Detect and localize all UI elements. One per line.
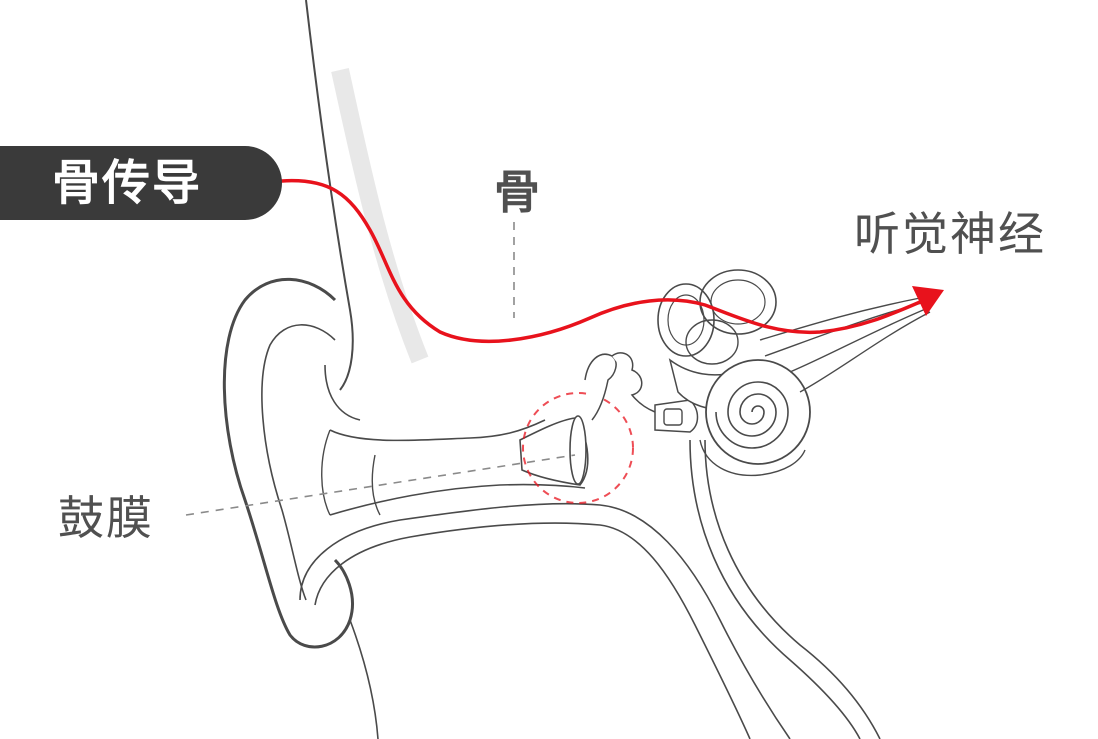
outer-ear-inner-fold	[261, 324, 336, 601]
bone-conduction-badge: 骨传导	[0, 146, 282, 220]
ossicle-stapes-footplate	[663, 408, 683, 426]
semicircular-canal-rear	[685, 319, 739, 365]
ear-lobe-inner	[324, 364, 361, 421]
head-profile-line	[305, 0, 354, 391]
semicircular-canal-top-inner	[710, 279, 766, 325]
auditory-nerve-label: 听觉神经	[854, 207, 1046, 261]
skull-bone-surface	[331, 68, 429, 364]
auditory-nerve-fiber-4	[799, 311, 931, 393]
cochlea-base	[699, 439, 806, 477]
eustachian-tube-inner	[704, 439, 881, 739]
eustachian-tube-outer	[689, 439, 861, 739]
eardrum-highlight-circle	[522, 392, 634, 504]
eardrum-disc	[569, 415, 587, 485]
outer-ear-pinna	[222, 277, 354, 649]
ossicle-malleus	[584, 353, 617, 421]
bone-conduction-pathway	[280, 178, 922, 344]
neck-line-left	[349, 619, 379, 739]
ear-canal-upper-wall	[329, 419, 546, 442]
eardrum-label: 鼓膜	[58, 491, 154, 545]
ossicle-incus	[611, 352, 656, 413]
eardrum-leader-line	[185, 454, 576, 516]
cochlea-outer	[705, 359, 811, 465]
bone-label: 骨	[494, 165, 540, 219]
ear-canal-lower-wall	[329, 483, 586, 516]
auditory-nerve-fiber-1	[759, 297, 921, 341]
auditory-nerve-fiber-3	[789, 307, 929, 373]
neck-outline-outer	[299, 502, 791, 739]
cochlea-spiral	[715, 381, 789, 449]
ear-canal-entrance	[321, 429, 331, 516]
neck-outline-inner	[314, 522, 751, 739]
ear-canal-section-line	[371, 454, 381, 516]
bone-conduction-label: 骨传导	[52, 155, 203, 211]
pathway-arrowhead-icon	[912, 286, 944, 316]
